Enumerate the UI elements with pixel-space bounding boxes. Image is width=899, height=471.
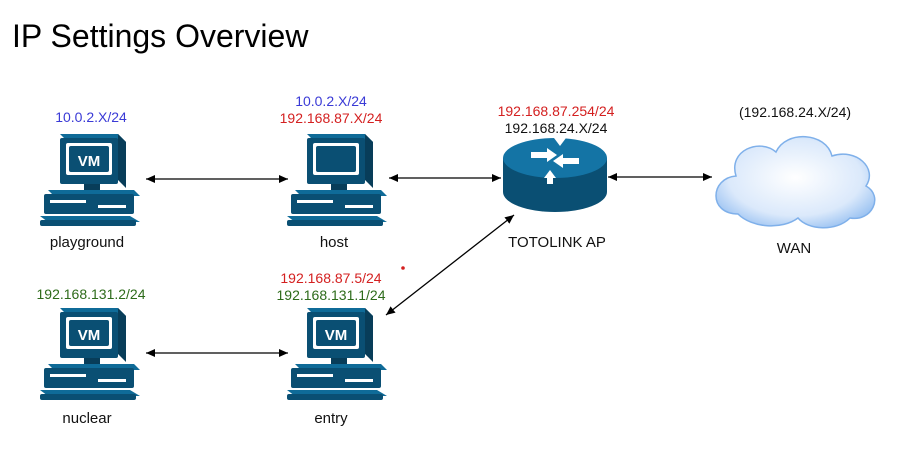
nuclear-label: nuclear: [62, 410, 112, 427]
entry-ip-1: 192.168.87.5/24: [280, 270, 382, 286]
wan-label: WAN: [776, 240, 812, 257]
nuclear-vm-computer-icon: VM: [40, 308, 140, 400]
playground-screen-label: VM: [78, 153, 101, 170]
wan-ip-1: (192.168.24.X/24): [738, 104, 852, 120]
red-dot-marker: [401, 266, 405, 270]
edge-router-entry: [385, 214, 515, 316]
router-ip-1: 192.168.87.254/24: [497, 103, 615, 119]
host-ip-2: 192.168.87.X/24: [279, 110, 383, 126]
nuclear-screen-label: VM: [78, 327, 101, 344]
playground-vm-computer-icon: VM: [40, 134, 140, 226]
host-computer-icon: [287, 134, 387, 226]
cloud-icon: [715, 136, 876, 229]
entry-ip-2: 192.168.131.1/24: [276, 287, 386, 303]
page-title: IP Settings Overview: [12, 18, 309, 54]
entry-vm-computer-icon: VM: [287, 308, 387, 400]
router-label: TOTOLINK AP: [508, 234, 606, 251]
router-icon: [503, 132, 607, 212]
host-label: host: [319, 234, 349, 251]
host-ip-1: 10.0.2.X/24: [295, 93, 367, 109]
playground-label: playground: [49, 234, 125, 251]
nuclear-ip-1: 192.168.131.2/24: [36, 286, 146, 302]
entry-label: entry: [314, 410, 348, 427]
router-ip-2: 192.168.24.X/24: [504, 120, 608, 136]
entry-screen-label: VM: [325, 327, 348, 344]
playground-ip-1: 10.0.2.X/24: [55, 109, 127, 125]
